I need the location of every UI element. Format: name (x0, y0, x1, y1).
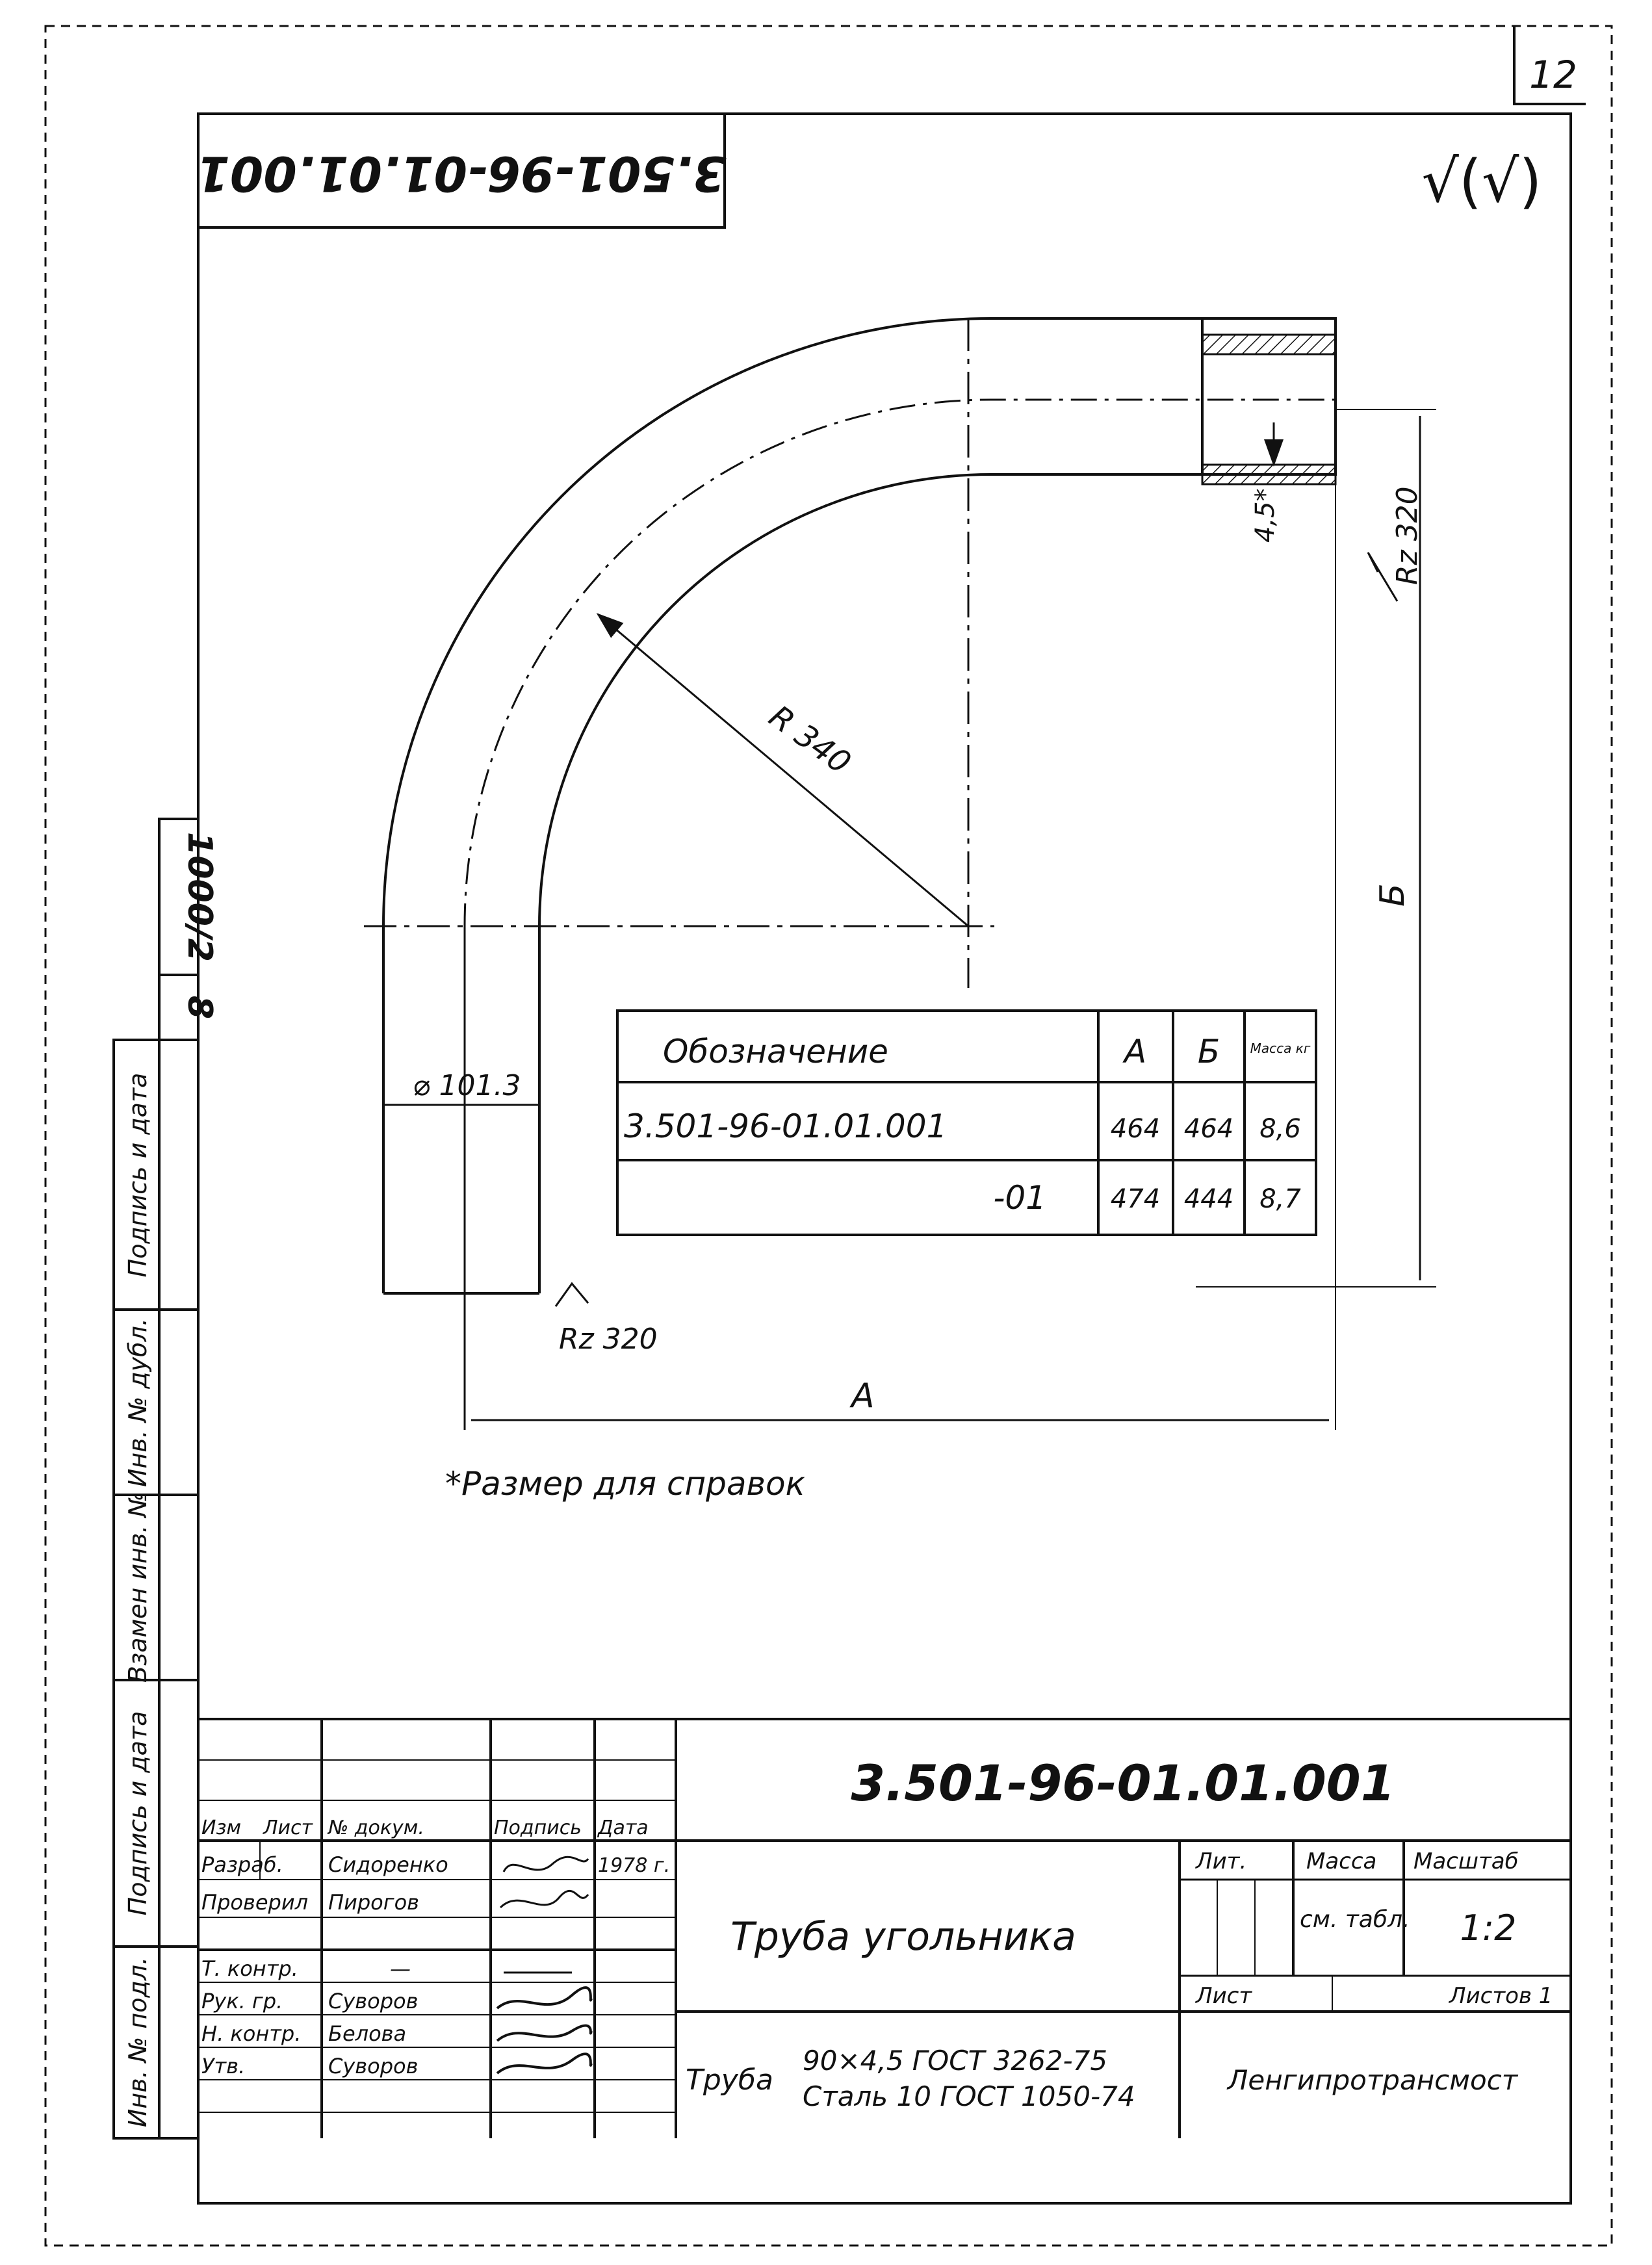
lit-label: Лит. (1194, 1848, 1246, 1874)
scale-label: Масштаб (1413, 1848, 1519, 1874)
role-5: Н. контр. (201, 2021, 301, 2046)
name-6: Суворов (328, 2054, 418, 2078)
material-line-2: Сталь 10 ГОСТ 1050-74 (803, 2080, 1135, 2112)
side-label-signature-1: Подпись и дата (123, 1073, 152, 1278)
pipe-wall-bottom (1201, 463, 1337, 485)
pipe-inner-arc (538, 473, 1336, 1293)
sheets-label: Листов 1 (1448, 1983, 1553, 2009)
pipe-elbow: R 340 (364, 317, 1337, 1430)
table-row-2-mass: 8,7 (1259, 1184, 1301, 1214)
table-row-2-designation: -01 (993, 1179, 1046, 1217)
table-row-1-b: 464 (1184, 1114, 1233, 1144)
variant-table: Обозначение А Б Масса кг 3.501-96-01.01.… (616, 1009, 1317, 1236)
date-1: 1978 г. (598, 1854, 670, 1877)
name-4: Суворов (328, 1989, 418, 2013)
title-code: 3.501-96-01.01.001 (851, 1754, 1395, 1812)
table-row-1-a: 464 (1111, 1114, 1160, 1144)
side-number: 8 (180, 996, 219, 1019)
col-header-sign: Подпись (494, 1817, 582, 1839)
signature-2 (499, 1889, 589, 1909)
table-header-a: А (1122, 1033, 1146, 1070)
table-row-1-mass: 8,6 (1259, 1114, 1301, 1144)
side-label-inv-orig: Инв. № подл. (123, 1957, 152, 2127)
reference-note: *Размер для справок (445, 1465, 805, 1503)
side-label-replace: Взамен инв. № (123, 1492, 152, 1683)
signature-6 (496, 2052, 593, 2075)
signature-1 (502, 1856, 589, 1872)
role-6: Утв. (201, 2054, 245, 2078)
scale-value: 1:2 (1460, 1908, 1517, 1948)
role-4: Рук. гр. (201, 1989, 283, 2013)
title-block: 3.501-96-01.01.001 Труба угольника Труба… (198, 1718, 1571, 2138)
mass-value: см. табл. (1300, 1906, 1410, 1933)
mass-label: Масса (1306, 1848, 1376, 1874)
table-header-mass: Масса кг (1250, 1041, 1311, 1056)
table-row-1-designation: 3.501-96-01.01.001 (624, 1107, 947, 1145)
name-5: Белова (328, 2021, 406, 2046)
wall-thickness-label: 4,5* (1250, 488, 1280, 543)
dim-b-label: Б (1373, 883, 1412, 907)
table-row-2-a: 474 (1111, 1184, 1160, 1214)
pipe-wall-top (1201, 333, 1337, 356)
sheet-label: Лист (1194, 1983, 1252, 2009)
radius-label: R 340 (762, 698, 857, 781)
col-header-list: Лист (263, 1817, 314, 1839)
table-header-designation: Обозначение (663, 1033, 888, 1070)
pipe-centerline-arc (463, 398, 1336, 1293)
side-inv-number: 1000/2 (180, 832, 219, 962)
material-word: Труба (686, 2064, 773, 2097)
signature-5 (496, 2024, 593, 2042)
sheet-number-box (1513, 26, 1586, 105)
sheet-number: 12 (1529, 53, 1577, 97)
name-3: — (390, 1956, 411, 1981)
sheet-border-outer (44, 25, 1613, 2247)
organization: Ленгипротрансмост (1226, 2064, 1519, 2096)
col-header-date: Дата (597, 1817, 649, 1839)
top-code: 3.501-96-01.01.001 (196, 145, 726, 201)
material-line-1: 90×4,5 ГОСТ 3262-75 (803, 2045, 1107, 2077)
side-label-signature-2: Подпись и дата (123, 1711, 152, 1916)
roughness-mark: √(√) (1422, 148, 1542, 216)
rz-right-label: Rz 320 (1391, 486, 1424, 585)
diameter-label: ⌀ 101.3 (413, 1069, 521, 1102)
table-header-b: Б (1198, 1033, 1220, 1070)
role-3: Т. контр. (201, 1956, 298, 1981)
top-code-box (197, 112, 726, 229)
title-name: Труба угольника (730, 1914, 1076, 1960)
side-stamp: 1000/2 8 Подпись и дата Инв. № дубл. Вза… (112, 818, 219, 2140)
signature-4 (496, 1986, 593, 2010)
role-1: Разраб. (201, 1852, 283, 1877)
radius-leader (596, 613, 969, 927)
name-1: Сидоренко (328, 1852, 448, 1877)
name-2: Пирогов (328, 1890, 419, 1915)
table-row-2-b: 444 (1184, 1184, 1233, 1214)
role-2: Проверил (201, 1890, 308, 1915)
rz-bottom-label: Rz 320 (559, 1323, 658, 1356)
pipe-outer-arc (382, 317, 1336, 1293)
dim-a-label: А (849, 1377, 875, 1416)
col-header-doc: № докум. (327, 1817, 424, 1839)
side-label-dupl: Инв. № дубл. (123, 1318, 152, 1487)
col-header-izm: Изм (201, 1817, 241, 1839)
